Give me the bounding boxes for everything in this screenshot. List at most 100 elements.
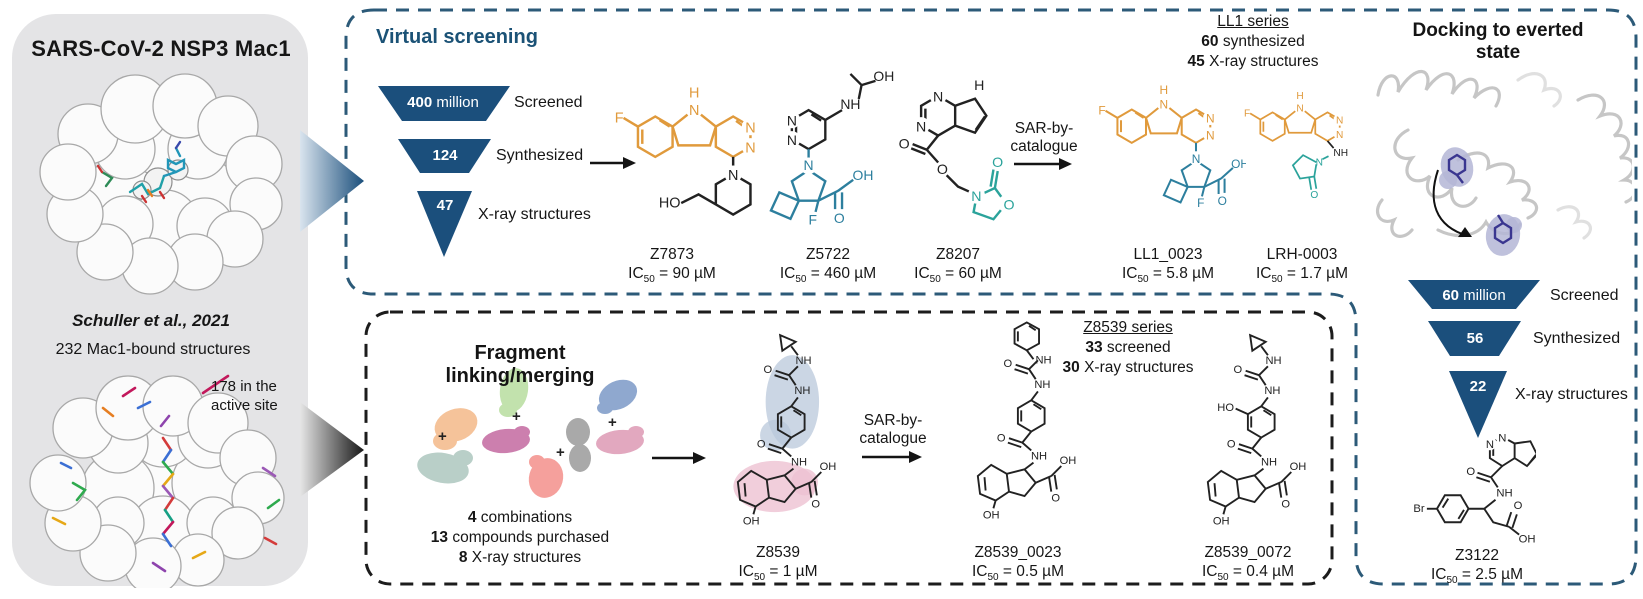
funnel-value-xray: 22 (1449, 378, 1507, 395)
fragment-blob-magenta (482, 426, 530, 454)
atom-label: NH (1031, 450, 1047, 462)
atom-label: H (1296, 91, 1303, 102)
atom-label: HO (1217, 402, 1234, 414)
atom-label: N (933, 90, 943, 106)
active-site-note-line1: 178 in the (211, 378, 277, 395)
atom-label: O (1218, 194, 1227, 208)
pyrrolopyrimidine-ester (910, 94, 988, 194)
stat-num: 4 (467, 509, 477, 526)
pyrimidine-top (790, 73, 876, 151)
atom-label: N (1206, 128, 1215, 142)
atom-label: O (1227, 439, 1236, 451)
atom-label: N (1336, 116, 1343, 127)
plus-sign: + (556, 444, 565, 461)
protein-surface-fragment-ensemble (29, 374, 285, 588)
series-line2: 45 X-ray structures (1153, 52, 1353, 72)
compound-label-z3122: Z3122 IC50 = 2.5 µM (1407, 546, 1547, 590)
funnel-num: 400 (407, 94, 433, 111)
sar-line1: SAR-by- (863, 412, 923, 429)
stat-text: X-ray structures (467, 549, 582, 566)
compound-ic50: IC50 = 1 µM (738, 563, 818, 584)
atom-label: NH (794, 385, 810, 397)
atom-label: NH (1265, 355, 1281, 367)
series-name: Z8539 series (1083, 319, 1173, 336)
fragment-blob-green (499, 368, 529, 417)
merge-highlight-blue (760, 355, 820, 451)
funnel-step-xray (1449, 371, 1507, 438)
atom-label: O (834, 210, 845, 226)
spiro-acid-bottom (1162, 142, 1234, 204)
compound-label-z8539-0072: Z8539_0072 IC50 = 0.4 µM (1178, 543, 1318, 587)
protein-surface-mac1 (39, 73, 283, 295)
funnel-num: 22 (1469, 378, 1487, 395)
everted-state-ribbon (1376, 69, 1632, 256)
plus-sign: + (512, 408, 521, 425)
structure-z8539-0072: NH O NH HO O NH OH O OH (1206, 333, 1306, 527)
fragment-panel-border (364, 310, 1334, 586)
compound-name: Z3122 (1455, 547, 1499, 564)
atom-label: O (937, 162, 948, 178)
compound-name: Z8539 (756, 544, 800, 561)
funnel-num: 124 (432, 147, 458, 164)
fragment-blob-gray (566, 418, 591, 472)
compound-ic50: IC50 = 5.8 µM (1122, 265, 1214, 286)
atom-label: O (992, 155, 1003, 171)
stat-num: 13 (430, 529, 449, 546)
compound-name: Z8539_0023 (974, 544, 1062, 561)
funnel-value-screened: 400 million (378, 94, 508, 111)
fragment-blob-orange (433, 408, 478, 450)
atom-label: O (764, 364, 773, 376)
series-text: screened (1102, 339, 1171, 356)
atom-label: N (1486, 439, 1494, 451)
funnel-step-synthesized (1428, 321, 1521, 356)
funnel-value-synthesized: 124 (398, 147, 492, 164)
funnel-value-xray: 47 (417, 197, 473, 214)
atom-label: OH (873, 68, 894, 84)
oxazolidinone-ring (972, 169, 1008, 221)
active-site-note-line2: active site (211, 397, 278, 414)
atom-label: OH (1231, 157, 1246, 171)
atom-label: N (1206, 112, 1215, 126)
structure-ll1-0023: F H N N N N F O OH (1098, 83, 1246, 210)
stat-text: compounds purchased (448, 529, 610, 546)
sar-line2: catalogue (859, 430, 927, 447)
page-title: SARS-CoV-2 NSP3 Mac1 (31, 36, 291, 61)
atom-label: N (689, 103, 699, 119)
funnel-label-xray: X-ray structures (478, 206, 591, 223)
fragment-panel-title: Fragment linking/merging (445, 342, 595, 387)
funnel-value-screened: 60 million (1410, 287, 1538, 304)
atom-label: N (787, 132, 797, 148)
merge-highlight-pink (733, 460, 818, 513)
compound-name: Z5722 (806, 246, 850, 263)
structure-z5722: OH NH N N N F O OH (769, 68, 894, 227)
atom-label: N (728, 168, 738, 184)
atom-label: H (689, 86, 699, 102)
atom-label: NH (840, 96, 860, 112)
atom-label: O (757, 439, 766, 451)
hydrazide-bond (1326, 140, 1335, 149)
compound-name: Z8539_0072 (1204, 544, 1292, 561)
atom-label: F (809, 211, 818, 227)
compound-name: Z7873 (650, 246, 694, 263)
series-text: X-ray structures (1079, 359, 1194, 376)
atom-labels: OH NH N N N F O OH (783, 68, 894, 227)
fragment-blob-blue (597, 379, 638, 414)
atom-label: OH (852, 167, 873, 183)
funnel-rest: million (1459, 287, 1506, 304)
atom-label: N (971, 189, 981, 205)
atom-label: NH (1261, 456, 1277, 468)
series-num: 33 (1085, 339, 1103, 356)
compound-ic50: IC50 = 90 µM (628, 265, 716, 286)
skeleton (736, 333, 822, 515)
funnel-step-screened (378, 86, 510, 121)
atom-label: N (745, 120, 755, 136)
virtual-screening-title: Virtual screening (376, 26, 538, 48)
funnel-num: 56 (1466, 330, 1484, 347)
atom-label: N (1316, 157, 1323, 168)
compound-label-z8539: Z8539 IC50 = 1 µM (708, 543, 848, 587)
atom-label: OH (983, 509, 1000, 521)
ribbon-coils (1376, 69, 1632, 240)
eversion-arrow (1432, 169, 1472, 237)
atom-labels: F H N N N NH N O (1244, 91, 1348, 201)
